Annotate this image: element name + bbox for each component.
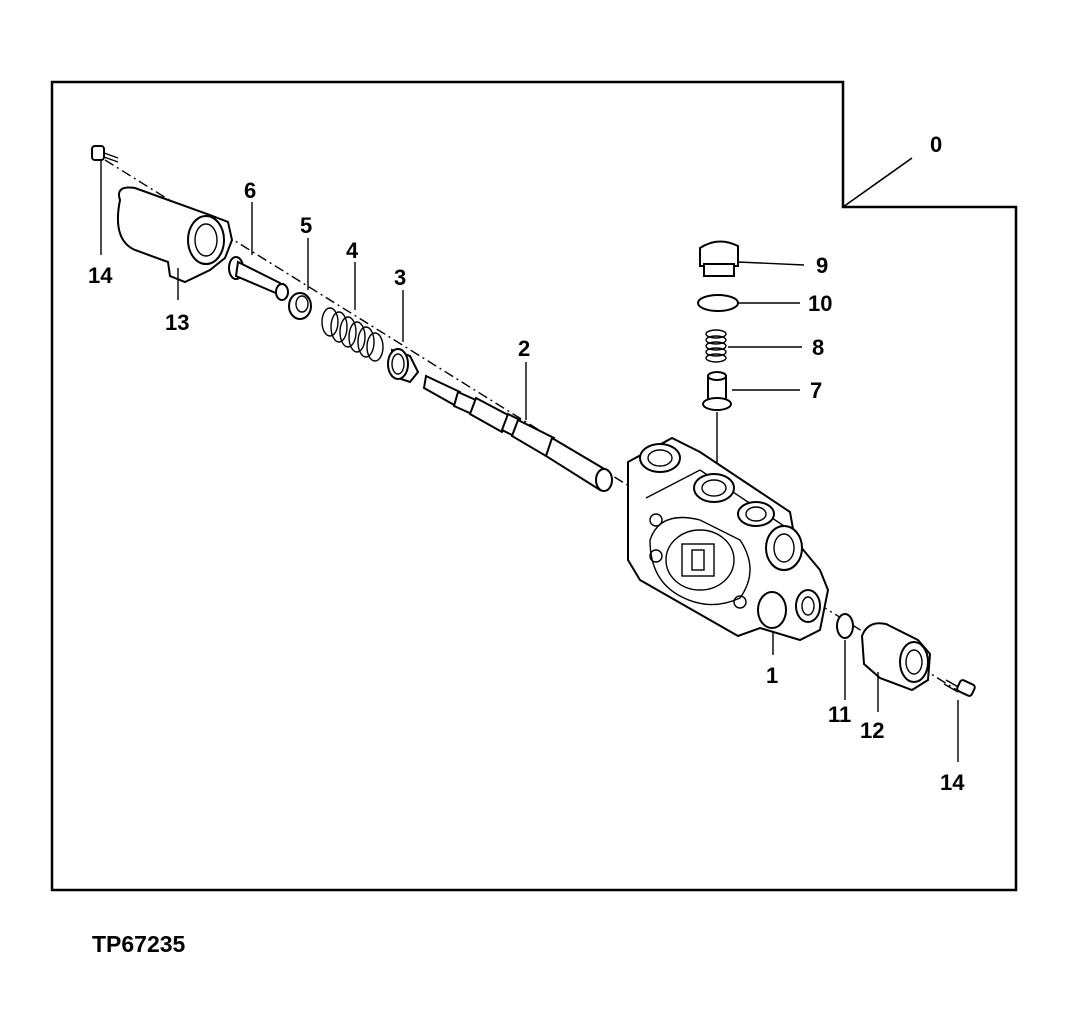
- callout-0: 0: [930, 132, 942, 157]
- part-1-valve-body: [627, 436, 830, 655]
- callout-12: 12: [860, 718, 884, 743]
- diagram-frame: [50, 80, 1018, 892]
- part-8-spring: [705, 329, 802, 363]
- callout-3: 3: [394, 265, 406, 290]
- callout-13: 13: [165, 310, 189, 335]
- part-9-plug: [699, 240, 805, 277]
- callout-2: 2: [518, 336, 530, 361]
- part-7-poppet: [702, 371, 800, 478]
- spool-axis-line: [104, 159, 961, 693]
- part-14-bolt-right: [943, 679, 976, 762]
- callout-11: 11: [828, 702, 851, 727]
- callout-7: 7: [810, 378, 822, 403]
- callout-14-right: 14: [940, 770, 965, 795]
- part-2-spool: [422, 362, 613, 492]
- callout-10: 10: [808, 291, 832, 316]
- part-12-cap: [860, 622, 932, 712]
- part-6-pin: [228, 202, 289, 301]
- callout-1: 1: [766, 663, 778, 688]
- callout-8: 8: [812, 335, 824, 360]
- callout-5: 5: [300, 213, 312, 238]
- part-4-spring: [321, 262, 384, 362]
- part-11-o-ring: [836, 613, 854, 700]
- part-13-cover: [116, 186, 234, 300]
- callout-4: 4: [346, 238, 359, 263]
- part-10-o-ring: [697, 294, 800, 312]
- part-5-seat: [288, 238, 312, 320]
- leader-0: [842, 157, 913, 208]
- callout-14-left: 14: [88, 263, 113, 288]
- callout-9: 9: [816, 253, 828, 278]
- callout-6: 6: [244, 178, 256, 203]
- part-3-bushing: [387, 290, 420, 384]
- figure-reference: TP67235: [92, 931, 186, 957]
- part-14-bolt-left: [91, 145, 119, 255]
